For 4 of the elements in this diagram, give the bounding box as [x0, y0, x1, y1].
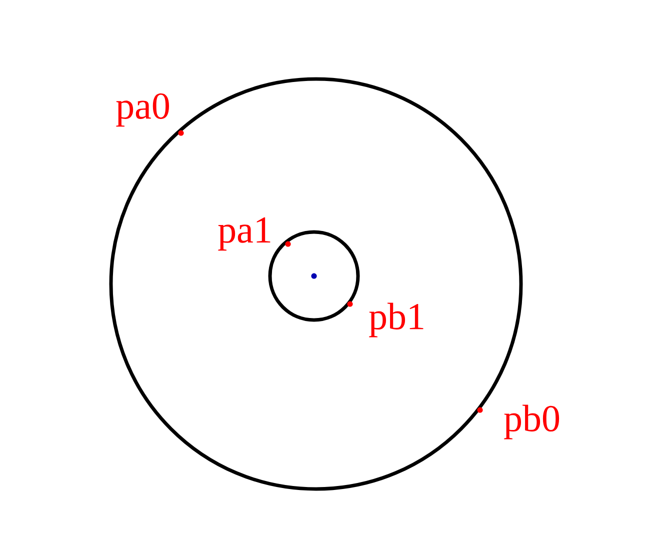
point-label: pb0 — [504, 404, 560, 440]
point-label: pb1 — [369, 302, 424, 338]
point-label: pa0 — [116, 93, 169, 127]
point-label: pa1 — [218, 217, 270, 251]
